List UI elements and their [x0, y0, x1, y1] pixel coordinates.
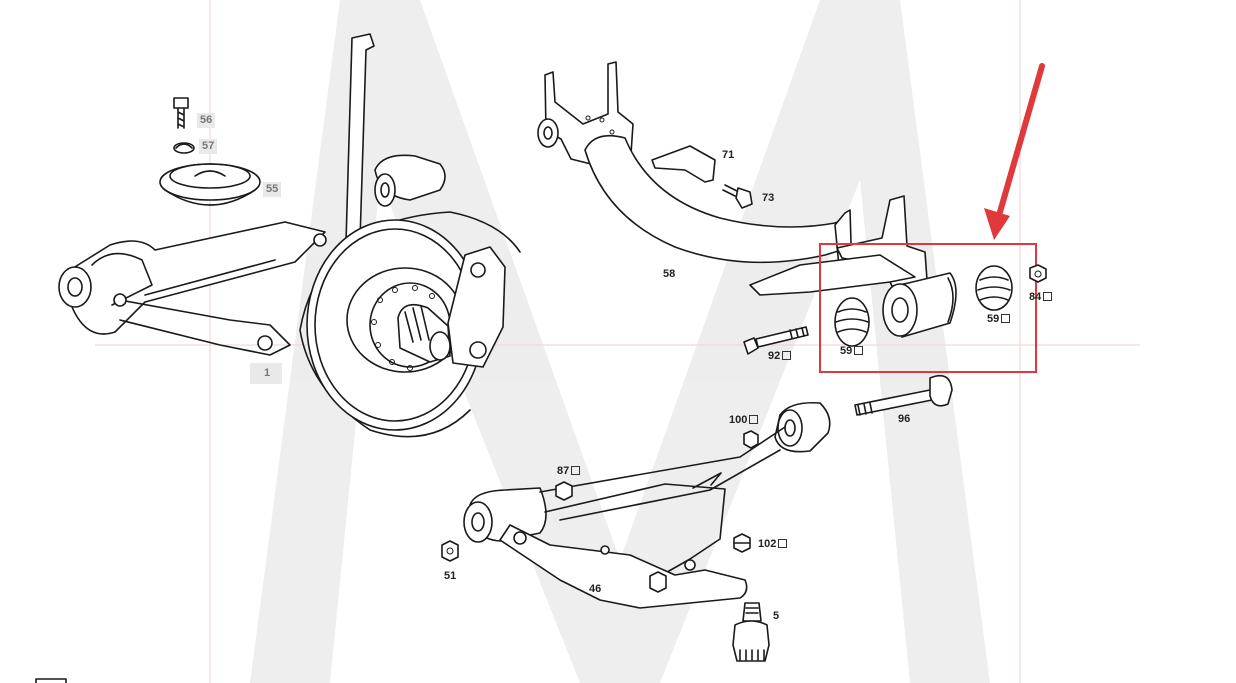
- label-56: 56: [197, 113, 216, 128]
- part-96-bolt: [854, 374, 953, 416]
- label-96: 96: [898, 413, 911, 425]
- part-bushing-sleeve: [882, 272, 957, 338]
- label-57: 57: [199, 139, 218, 154]
- part-51-nut: [441, 540, 459, 562]
- part-46-lower-arm: [463, 401, 831, 609]
- label-71: 71: [722, 149, 735, 161]
- part-92-bolt: [743, 326, 809, 355]
- label-58: 58: [663, 268, 676, 280]
- lower-arm-nut: [649, 571, 667, 593]
- label-55: 55: [263, 182, 282, 197]
- label-5: 5: [773, 610, 780, 622]
- part-84-nut: [1029, 264, 1047, 283]
- label-92: 92: [768, 350, 792, 363]
- part-55-spring-plate: [159, 163, 261, 206]
- label-59-left: 59: [840, 345, 864, 358]
- part-56-bolt: [173, 97, 189, 129]
- label-87: 87: [557, 465, 581, 478]
- label-84: 84: [1029, 291, 1053, 304]
- part-102-nut: [733, 533, 751, 553]
- part-1-knuckle-assembly: [58, 33, 521, 438]
- part-59-bushing-right: [975, 265, 1013, 311]
- part-73-bolt: [722, 184, 753, 209]
- part-71-bracket: [651, 145, 716, 183]
- part-87-nut: [555, 481, 573, 501]
- part-5-ball-joint: [732, 602, 770, 662]
- part-57-clip: [173, 142, 195, 154]
- part-59-bushing-left: [834, 297, 870, 347]
- pointer-arrow: [984, 63, 1045, 240]
- label-100: 100: [729, 414, 759, 427]
- label-51: 51: [444, 570, 457, 582]
- disc-holes: [371, 285, 435, 371]
- label-73: 73: [762, 192, 775, 204]
- label-102: 102: [758, 538, 788, 551]
- page-corner-icon: [35, 678, 67, 683]
- label-46: 46: [589, 583, 602, 595]
- label-59-right: 59: [987, 313, 1011, 326]
- label-1: 1: [250, 363, 283, 384]
- part-58-subframe: [537, 61, 928, 296]
- part-100-nut: [743, 430, 759, 449]
- highlighted-bushings-box: [819, 243, 1037, 373]
